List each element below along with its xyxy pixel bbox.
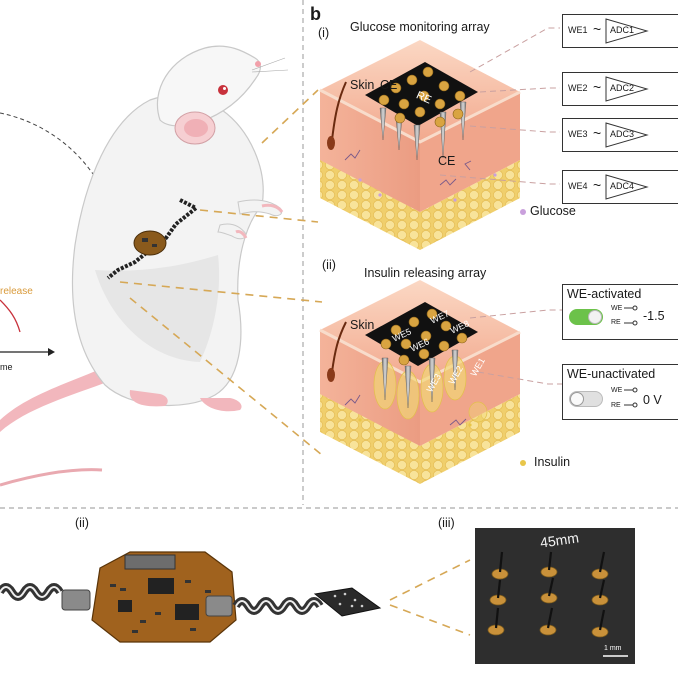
adc1-label: ADC1 [610,25,635,35]
toggle-off-icon [569,391,603,407]
release-curve [0,299,21,333]
bottom-sub-label-iii: (iii) [438,516,455,530]
we3-label: WE3 [568,129,588,139]
channel-box-2: WE2 ~ ADC2 [562,72,678,106]
ce-label-bottom: CE [438,154,456,168]
skin-label-2: Skin [350,318,375,332]
glucose-legend: Glucose [530,204,576,218]
channel-box-1: WE1 ~ ADC1 [562,14,678,48]
activated-voltage: -1.5 [643,309,665,323]
tilde-icon: ~ [593,125,602,141]
we2-label: WE2 [568,83,588,93]
adc3-label: ADC3 [610,129,635,139]
we1-label: WE1 [568,25,588,35]
we-activated-title: WE-activated [567,287,642,301]
tilde-icon: ~ [593,177,602,193]
panel-letter-b: b [310,4,321,24]
glucose-array-title: Glucose monitoring array [350,20,490,34]
bottom-sub-label-ii: (ii) [75,516,89,530]
insulin-array-title: Insulin releasing array [364,266,487,280]
we-unactivated-box: WE-unactivated WE RE 0 V [562,364,678,420]
insulin-cube [319,280,521,484]
tilde-icon: ~ [593,21,602,37]
adc-triangle-icon [605,76,649,102]
adc-triangle-icon [605,174,649,200]
adc-triangle-icon [605,18,649,44]
channel-box-3: WE3 ~ ADC3 [562,118,678,152]
insulin-legend: Insulin [534,455,571,469]
time-label: me [0,362,13,372]
toggle-knob [588,310,602,324]
electrode-symbol-icon [624,387,638,408]
glucose-cube [319,40,521,250]
insulin-legend-dot [520,460,526,466]
tilde-icon: ~ [593,79,602,95]
toggle-on-icon [569,309,603,325]
pcb-device [0,551,382,643]
rat-illustration [0,45,289,487]
zoom-circle-arc [0,112,101,186]
adc4-label: ADC4 [610,181,635,191]
adc-triangle-icon [605,122,649,148]
sub-label-i: (i) [318,26,330,40]
electrode-symbol-icon [624,305,638,326]
adc-wires [439,27,560,185]
we-terminal-label: WE [611,305,623,312]
glucose-legend-dot [520,209,526,215]
toggle-knob [570,392,584,406]
release-label: release [0,286,33,297]
scale-bar-label: 1 mm [604,645,622,652]
sub-label-ii: (ii) [322,258,336,272]
we-terminal-label: WE [611,387,623,394]
we-unactivated-title: WE-unactivated [567,367,656,381]
channel-box-4: WE4 ~ ADC4 [562,170,678,204]
we4-label: WE4 [568,181,588,191]
we-activated-box: WE-activated WE RE -1.5 [562,284,678,340]
we-wires [469,309,562,385]
connector-lines [119,89,471,636]
unactivated-voltage: 0 V [643,393,662,407]
skin-label: Skin [350,78,375,92]
ce-label-top: CE [380,78,398,92]
needle-array-photo [475,528,635,664]
re-terminal-label: RE [611,319,621,326]
time-axis-arrow [48,348,55,356]
re-terminal-label: RE [611,402,621,409]
adc2-label: ADC2 [610,83,635,93]
